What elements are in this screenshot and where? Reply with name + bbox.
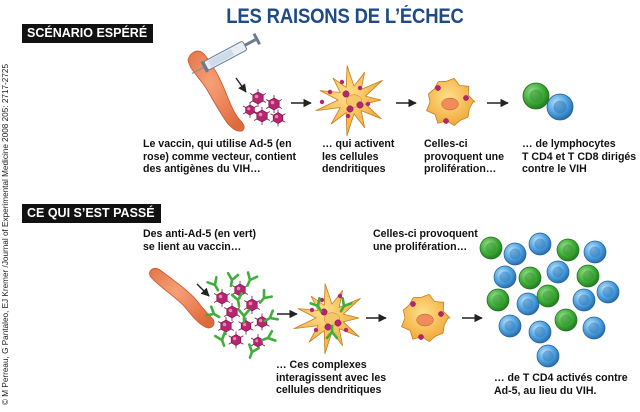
anti-ad5-antibody xyxy=(213,331,226,347)
syringe-icon xyxy=(191,33,261,75)
caption-proliferation-bottom: Celles-ci provoquent une prolifération… xyxy=(373,228,478,253)
anti-ad5-antibody xyxy=(246,271,259,287)
caption-cd4-ad5: … de T CD4 activés contre Ad-5, au lieu … xyxy=(494,372,628,397)
activated-cell-top xyxy=(426,78,476,126)
caption-vaccine: Le vaccin, qui utilise Ad-5 (en rose) co… xyxy=(143,138,297,176)
vaccine-particles-top xyxy=(242,89,286,127)
ad5-vaccine-particle xyxy=(218,317,234,335)
caption-antibodies: Des anti-Ad-5 (en vert) se lient au vacc… xyxy=(143,228,257,253)
section-label-actual: CE QUI S’EST PASSÉ xyxy=(22,204,161,223)
dendritic-cell-bottom xyxy=(293,283,361,355)
anti-ad5-antibody xyxy=(226,271,240,288)
anti-ad5-antibody xyxy=(263,309,279,323)
caption-lymphocytes: … de lymphocytes T CD4 et T CD8 dirigés … xyxy=(522,138,637,176)
anti-ad5-antibody xyxy=(325,324,339,340)
ad5-vaccine-particle xyxy=(238,317,254,335)
ad5-vaccine-particle xyxy=(266,95,282,113)
anti-ad5-antibody xyxy=(206,276,220,292)
caption-complexes: … Ces complexes interagissent avec les c… xyxy=(276,359,387,397)
anti-ad5-antibody xyxy=(261,329,277,342)
ad5-vaccine-particle xyxy=(250,89,266,107)
vaccine-antibody-complexes xyxy=(205,271,279,359)
ad5-vaccine-particle xyxy=(250,334,266,350)
anti-ad5-antibody xyxy=(248,343,261,359)
ad5-vaccine-particle xyxy=(228,331,244,349)
dendritic-cell-top xyxy=(315,65,383,137)
cell-cluster-bottom xyxy=(479,232,620,368)
caption-dendritic-activation: … qui activent les cellules dendritiques xyxy=(322,138,395,176)
arrow-injection-top xyxy=(235,77,247,93)
diagram-title: LES RAISONS DE L’ÉCHEC xyxy=(226,5,464,28)
ad5-vaccine-particle xyxy=(214,289,230,307)
ad5-vaccine-particle xyxy=(242,102,258,118)
ad5-vaccine-particle xyxy=(254,313,270,331)
arm-illustration-bottom xyxy=(149,268,215,329)
anti-ad5-antibody xyxy=(258,288,273,304)
caption-proliferation-top: Celles-ci provoquent une prolifération… xyxy=(424,138,505,176)
ad5-vaccine-particle xyxy=(224,303,240,321)
anti-ad5-antibody xyxy=(309,297,323,313)
section-label-expected: SCÉNARIO ESPÉRÉ xyxy=(22,24,154,43)
anti-ad5-antibody xyxy=(230,291,244,308)
arm-illustration-top xyxy=(187,50,245,132)
ad5-vaccine-particle xyxy=(270,109,286,127)
anti-ad5-antibody xyxy=(205,305,221,319)
activated-cell-bottom xyxy=(401,294,451,342)
ad5-vaccine-particle xyxy=(244,296,260,314)
anti-ad5-antibody xyxy=(237,308,251,324)
anti-ad5-antibody xyxy=(339,297,353,313)
arrow-injection-bottom xyxy=(196,283,210,297)
ad5-vaccine-particle xyxy=(254,107,270,125)
